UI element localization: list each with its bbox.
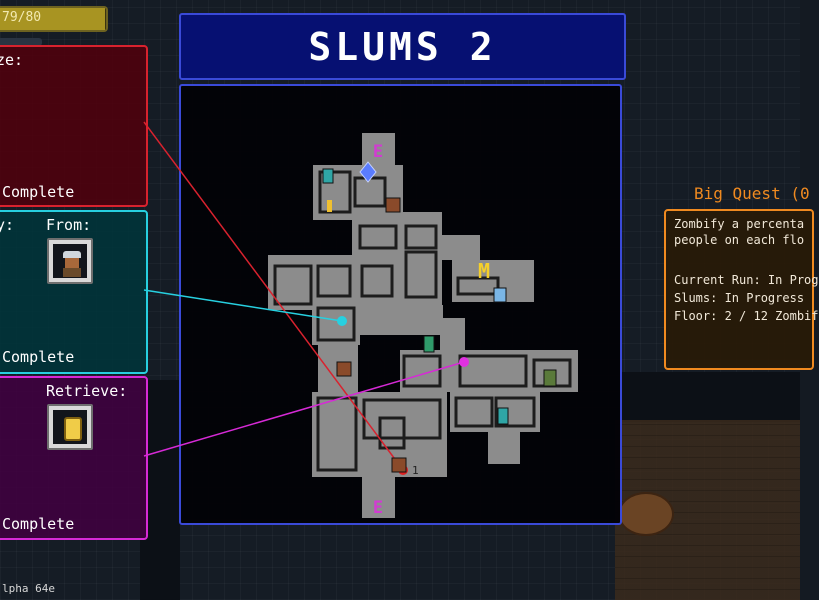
cyan-objective-marker <box>337 316 347 326</box>
exit-marker-top: E <box>373 142 383 162</box>
magenta-objective-marker <box>459 357 469 367</box>
quest-heading: y: <box>0 216 15 234</box>
crystal-icon <box>359 161 377 183</box>
mayor-marker: M <box>478 259 490 283</box>
big-quest-line: people on each flo <box>674 233 805 247</box>
level-title-banner: SLUMS 2 <box>179 13 626 80</box>
quest-status: Complete <box>2 348 75 366</box>
terminal-icon <box>322 168 334 184</box>
round-table <box>618 492 674 536</box>
big-quest-title: Big Quest (0 <box>694 184 810 203</box>
map-walls <box>273 170 572 472</box>
quest-heading: ze: <box>0 51 24 69</box>
map-number: 1 <box>412 464 419 477</box>
big-quest-line: Current Run: In Prog <box>674 273 819 287</box>
map-rooms <box>268 133 578 518</box>
npc-portrait-icon <box>61 251 83 277</box>
quest-panel-retrieve: Retrieve: Complete <box>0 376 148 540</box>
exit-marker-bottom: E <box>373 498 383 518</box>
quest-line-magenta <box>143 361 465 457</box>
floor-map: E E M 1 <box>143 121 578 518</box>
version-label: lpha 64e <box>2 582 55 595</box>
computer-icon <box>493 287 507 303</box>
chest-icon <box>391 457 407 473</box>
chest-icon <box>385 197 401 213</box>
quest-retrieve-label: Retrieve: <box>46 382 128 400</box>
level-title: SLUMS 2 <box>308 24 497 69</box>
vending-icon <box>423 335 435 353</box>
quest-from-label: From: <box>46 216 92 234</box>
quest-item-slot <box>47 404 93 450</box>
quest-status: Complete <box>2 183 75 201</box>
big-quest-panel: Zombify a percenta people on each flo Cu… <box>664 209 819 370</box>
wall-segment <box>622 372 800 422</box>
big-quest-line: Slums: In Progress <box>674 291 805 305</box>
health-bar: 79/80 <box>0 6 108 32</box>
quest-npc-slot <box>47 238 93 284</box>
big-quest-line: Zombify a percenta <box>674 217 805 231</box>
quest-status: Complete <box>2 515 75 533</box>
quest-line-cyan <box>143 289 343 322</box>
health-text: 79/80 <box>2 10 42 25</box>
terminal-icon <box>497 407 509 425</box>
quest-line-red <box>143 121 404 471</box>
chest-icon <box>336 361 352 377</box>
scroll-item-icon <box>64 417 82 441</box>
health-bar-fill <box>0 8 105 30</box>
secondary-bar <box>0 38 42 46</box>
npc-icon <box>543 369 557 387</box>
quest-panel-rescue: y: From: Complete <box>0 210 148 374</box>
torch-icon <box>327 200 332 212</box>
big-quest-line: Floor: 2 / 12 Zombif <box>674 309 819 323</box>
